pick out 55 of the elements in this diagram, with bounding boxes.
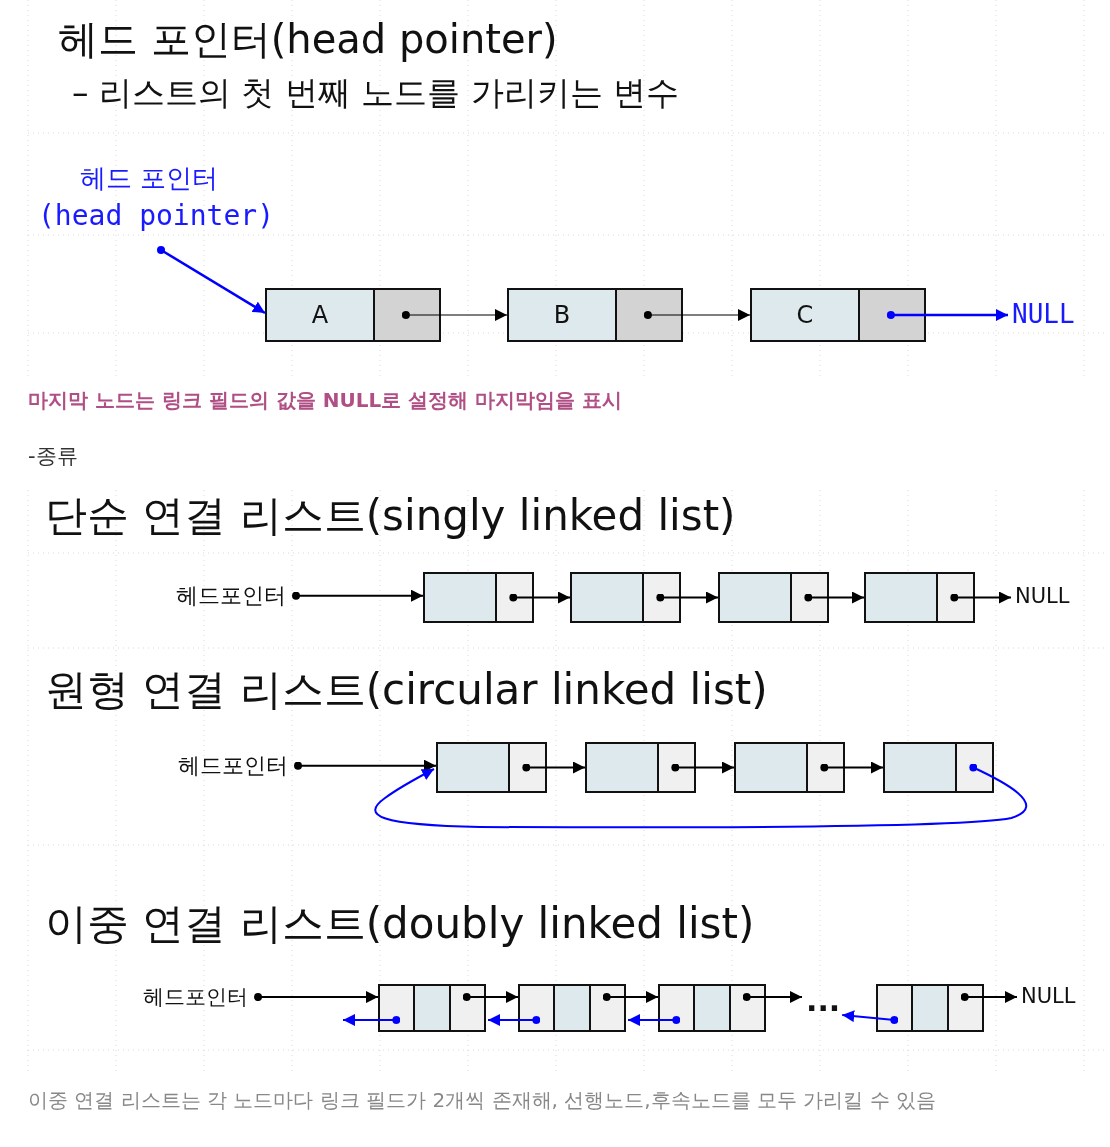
pointer-label: 헤드포인터 [143, 985, 248, 1010]
arrow [401, 309, 508, 321]
list-node-box [883, 742, 994, 793]
list-node-box [378, 984, 486, 1032]
list-node-box [876, 984, 984, 1032]
subheading: – 리스트의 첫 번째 노드를 가리키는 변수 [72, 74, 680, 112]
list-node-box [658, 984, 766, 1032]
list-node-box [436, 742, 547, 793]
list-node-box: B [507, 288, 683, 342]
ellipsis: ... [806, 984, 841, 1019]
caption: 이중 연결 리스트는 각 노드마다 링크 필드가 2개씩 존재해, 선행노드,후속노드를 모두 가리킬 수 있음 [28, 1089, 937, 1112]
arrow [254, 991, 379, 1004]
arrow [157, 246, 266, 315]
arrow [292, 589, 424, 602]
list-node-box [734, 742, 845, 793]
list-node-box: A [265, 288, 441, 342]
list-node-box [423, 572, 534, 623]
section-heading: 원형 연결 리스트(circular linked list) [45, 666, 768, 715]
arrow [841, 1010, 899, 1024]
section-label: -종류 [28, 444, 78, 469]
section-heading: 이중 연결 리스트(doubly linked list) [45, 900, 755, 949]
list-node-box: C [750, 288, 926, 342]
arrow [820, 761, 884, 774]
arrow [602, 991, 659, 1003]
list-node-box [570, 572, 681, 623]
list-node-box [585, 742, 696, 793]
arrow [960, 991, 1018, 1003]
arrow [627, 1014, 681, 1026]
arrow [462, 991, 519, 1003]
arrow [742, 991, 803, 1003]
arrow [950, 591, 1012, 604]
pointer-label: 헤드포인터 [178, 753, 288, 779]
arrow [886, 309, 1008, 321]
arrow [522, 761, 586, 774]
arrow [671, 761, 735, 774]
arrow [342, 1014, 401, 1026]
list-node-box [718, 572, 829, 623]
pointer-label: (head pointer) [38, 200, 274, 233]
arrow [804, 591, 865, 604]
note-text: 마지막 노드는 링크 필드의 값을 NULL로 설정해 마지막임을 표시 [28, 389, 623, 412]
pointer-label: 헤드포인터 [176, 583, 286, 609]
heading: 헤드 포인터(head pointer) [58, 16, 558, 62]
arrow [487, 1014, 541, 1026]
pointer-label: 헤드 포인터 [80, 164, 219, 194]
arrow [294, 759, 437, 772]
arrow [643, 309, 751, 321]
arrow [509, 591, 571, 604]
arrow [656, 591, 719, 604]
curved-arrow [374, 763, 1028, 829]
list-node-box [518, 984, 626, 1032]
null-label: NULL [1021, 984, 1076, 1009]
section-heading: 단순 연결 리스트(singly linked list) [45, 492, 736, 541]
list-node-box [864, 572, 975, 623]
null-label: NULL [1015, 584, 1070, 609]
null-label: NULL [1012, 300, 1075, 330]
